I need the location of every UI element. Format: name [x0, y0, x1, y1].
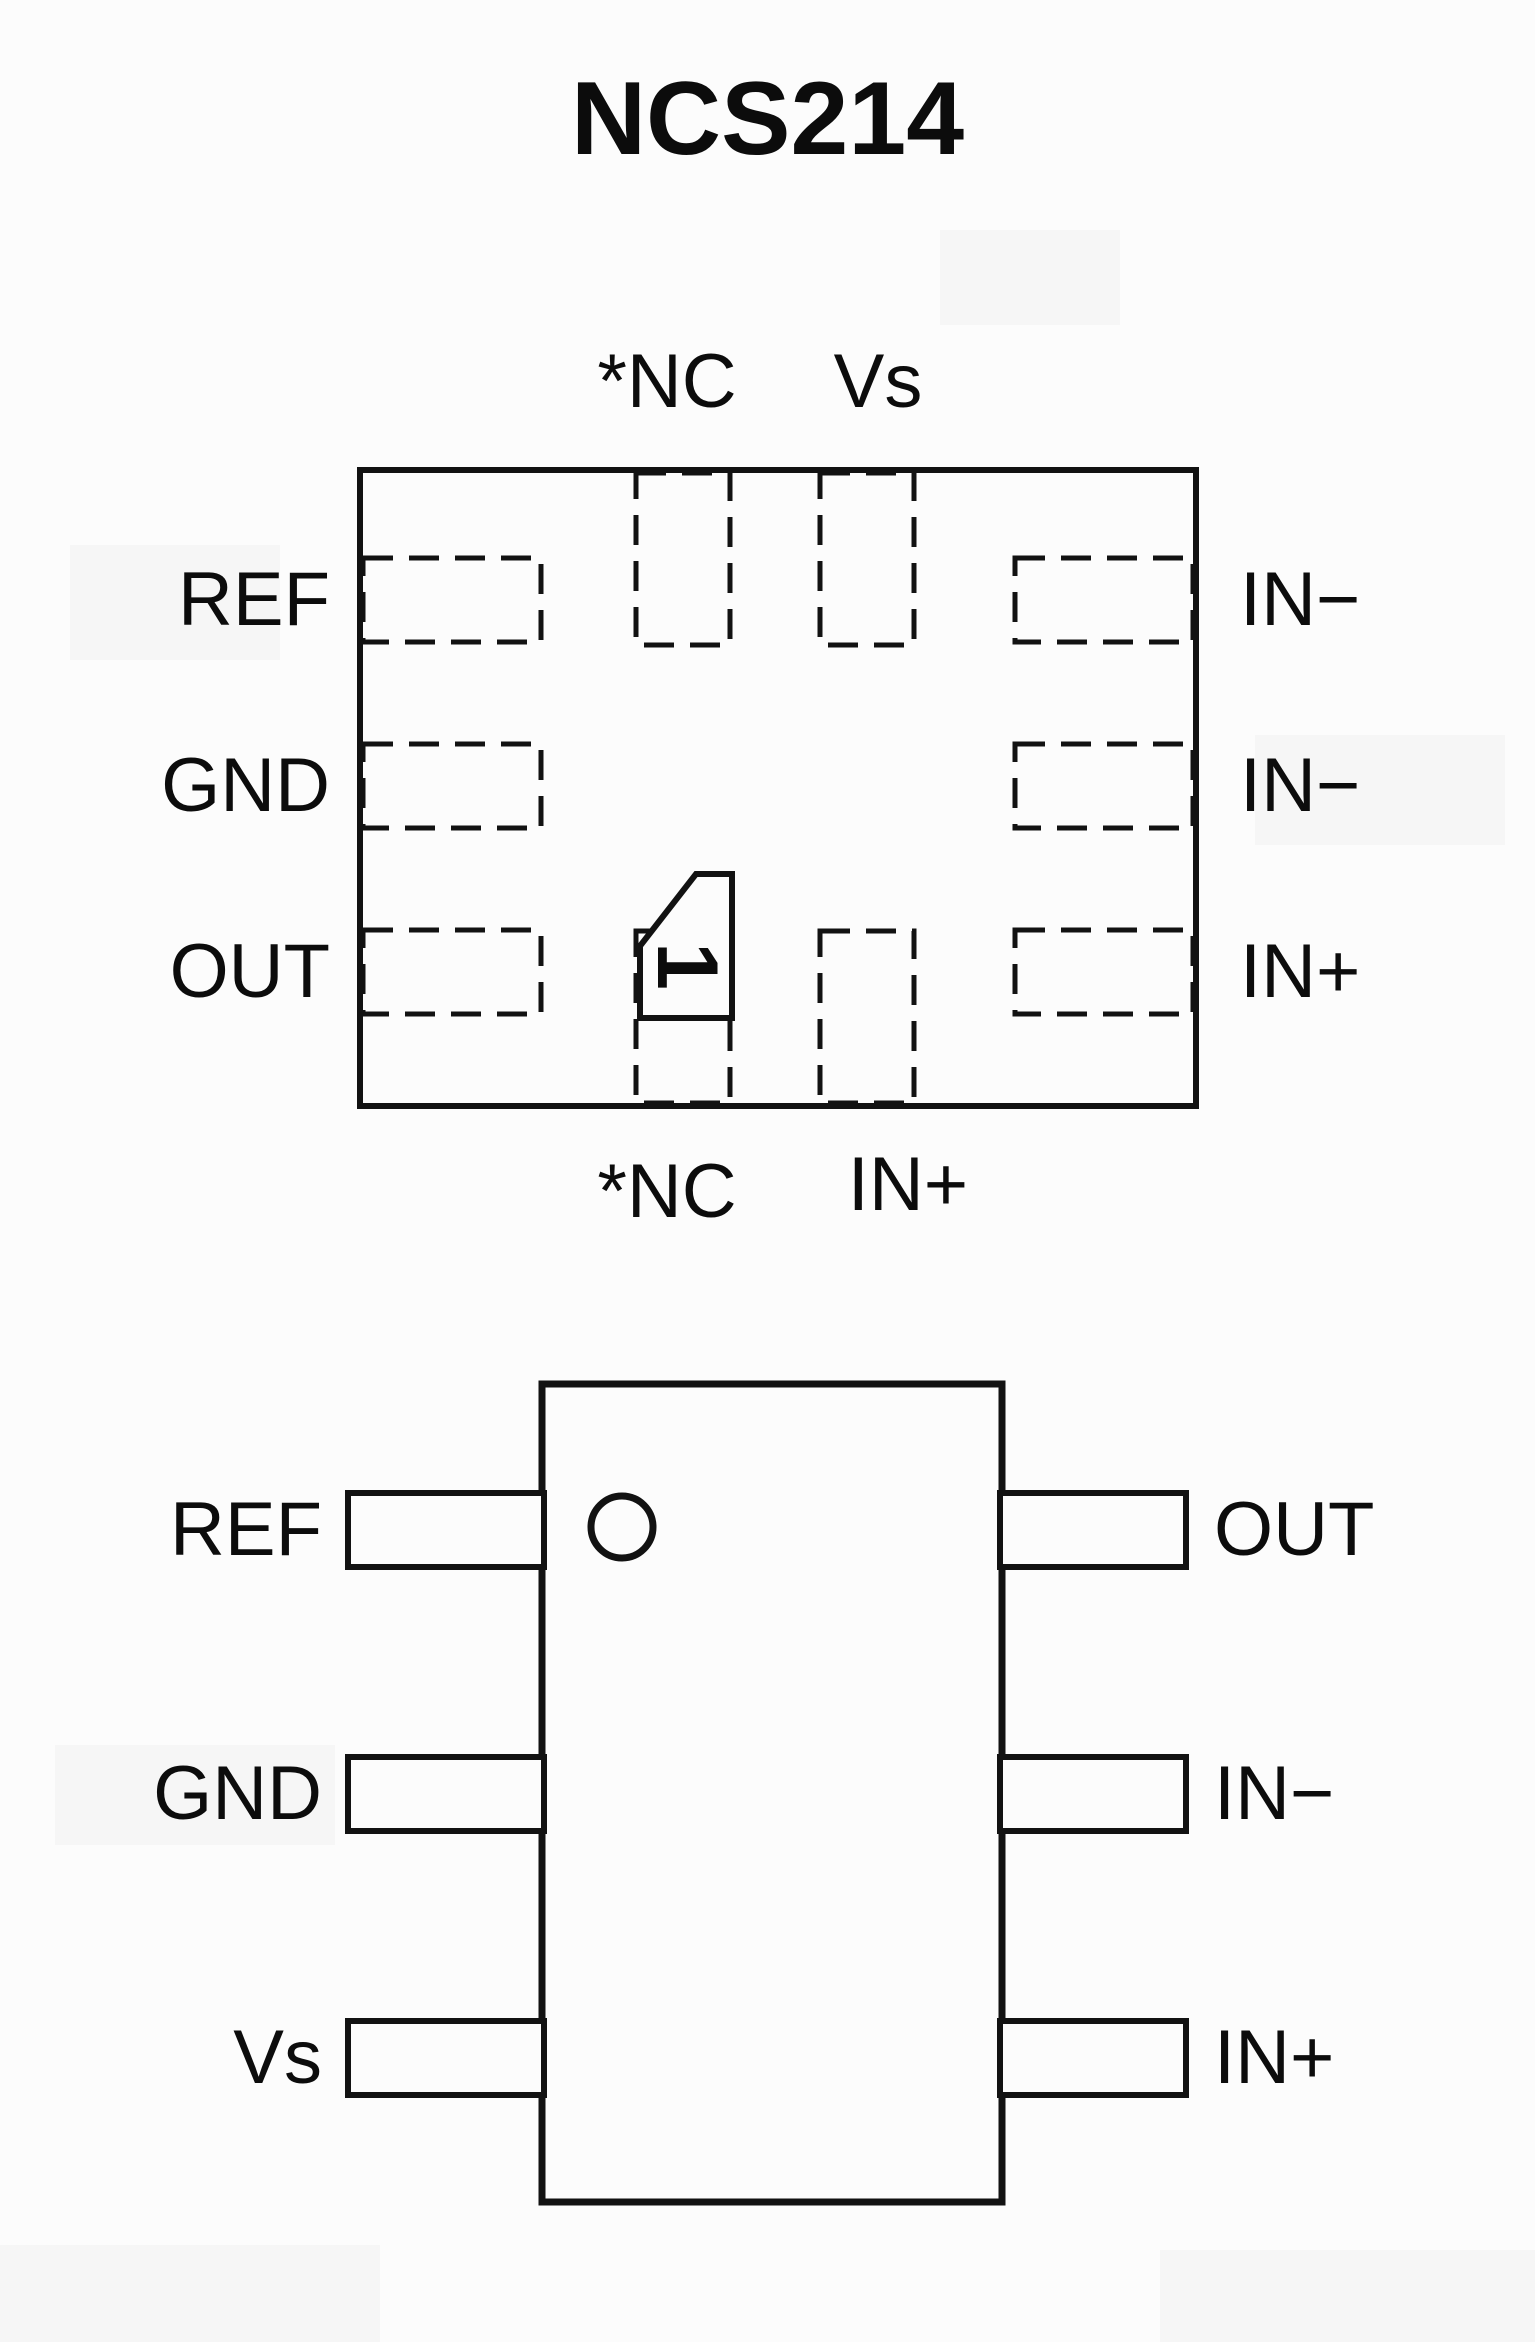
sot23-label-vs: Vs [233, 2015, 322, 2100]
sot23-pin-vs [345, 2018, 547, 2098]
pin1-number: 1 [639, 942, 735, 990]
sot23-label-ref: REF [170, 1487, 322, 1572]
dfn-package-drawing [357, 467, 1199, 1109]
sot23-body-outline [538, 1380, 1006, 2206]
dfn-pad-in-plus-side [1012, 927, 1196, 1017]
part-title: NCS214 [570, 61, 965, 177]
dfn-pad-gnd [360, 741, 544, 831]
dfn-pad-in-minus-1 [1012, 555, 1196, 645]
dfn-body-outline [357, 467, 1199, 1109]
sot23-pin-gnd [345, 1754, 547, 1834]
dfn-label-nc-bottom: *NC [597, 1149, 737, 1234]
dfn-label-in-minus-1: IN− [1240, 557, 1361, 642]
sot23-pin-in-minus [997, 1754, 1189, 1834]
dfn-pad-vs [817, 470, 917, 648]
dfn-label-nc-top: *NC [597, 339, 737, 424]
dfn-label-gnd: GND [161, 743, 330, 828]
sot23-pin-out [997, 1490, 1189, 1570]
pin1-indicator-dot [587, 1492, 657, 1562]
dfn-label-vs: Vs [833, 339, 923, 424]
sot23-label-gnd: GND [153, 1751, 322, 1836]
sot23-package-drawing [345, 1380, 1189, 2206]
sot23-label-out: OUT [1214, 1487, 1375, 1572]
pin1-marker [637, 871, 735, 1021]
dfn-label-out: OUT [169, 929, 330, 1014]
sot23-label-in-plus: IN+ [1214, 2015, 1335, 2100]
dfn-label-in-plus-side: IN+ [1240, 929, 1361, 1014]
dfn-pad-nc-top [633, 470, 733, 648]
dfn-label-ref: REF [178, 557, 330, 642]
dfn-pad-in-minus-2 [1012, 741, 1196, 831]
sot23-pin-ref [345, 1490, 547, 1570]
dfn-pad-ref [360, 555, 544, 645]
dfn-label-in-minus-2: IN− [1240, 743, 1361, 828]
dfn-pad-out [360, 927, 544, 1017]
dfn-label-in-plus-bottom: IN+ [847, 1142, 969, 1227]
sot23-label-in-minus: IN− [1214, 1751, 1335, 1836]
sot23-pin-in-plus [997, 2018, 1189, 2098]
dfn-pad-in-plus-bottom [817, 928, 917, 1106]
